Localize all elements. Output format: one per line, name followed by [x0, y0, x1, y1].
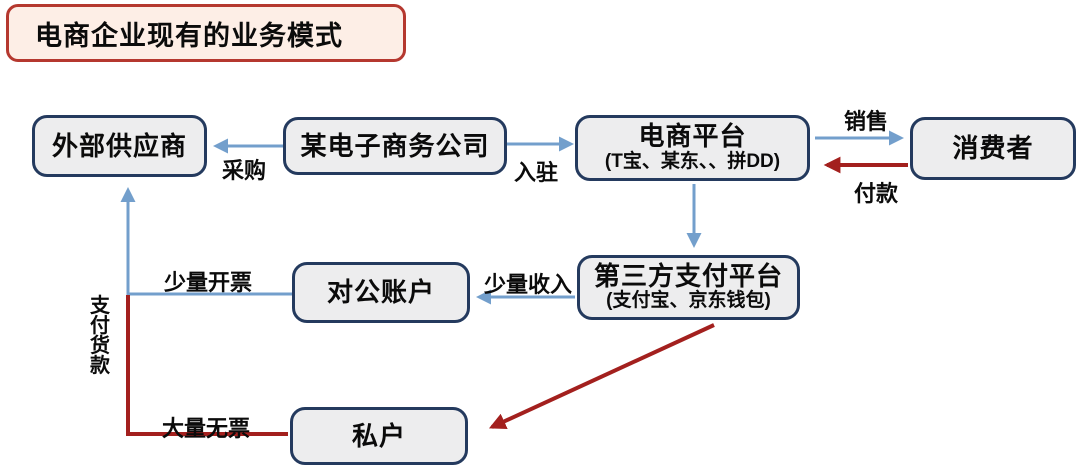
node-external-supplier: 外部供应商 — [32, 115, 207, 177]
node-third-party-payment: 第三方支付平台 (支付宝、京东钱包) — [577, 255, 800, 320]
node-private-account: 私户 — [290, 407, 468, 465]
edge-label-settle-in: 入驻 — [513, 160, 558, 185]
diagram-title: 电商企业现有的业务模式 — [35, 20, 343, 51]
edge-label-payment: 付款 — [853, 181, 898, 206]
node-third-party-payment-sublabel: (支付宝、京东钱包) — [606, 290, 771, 312]
node-ecommerce-company: 某电子商务公司 — [283, 117, 507, 175]
arrow-corporate-to-supplier — [120, 187, 292, 296]
node-third-party-payment-label: 第三方支付平台 — [593, 260, 783, 291]
node-external-supplier-label: 外部供应商 — [51, 130, 187, 161]
node-consumer: 消费者 — [910, 117, 1076, 180]
node-private-account-label: 私户 — [351, 420, 406, 451]
edge-label-small-invoicing: 少量开票 — [163, 270, 252, 295]
node-ecommerce-platform-sublabel: (T宝、某东、、拼DD) — [604, 150, 781, 172]
edge-label-bulk-no-invoice: 大量无票 — [161, 416, 250, 441]
arrow-payment-platform-to-private — [488, 323, 715, 430]
node-corporate-account: 对公账户 — [292, 262, 470, 323]
title-box: 电商企业现有的业务模式 — [6, 4, 406, 62]
line-private-to-supplier — [126, 295, 288, 436]
node-ecommerce-platform-label: 电商平台 — [638, 121, 747, 152]
node-ecommerce-company-label: 某电子商务公司 — [300, 130, 490, 161]
node-corporate-account-label: 对公账户 — [326, 277, 435, 308]
edge-label-pay-goods: 支付货款 — [90, 295, 110, 377]
node-consumer-label: 消费者 — [952, 133, 1034, 164]
node-ecommerce-platform: 电商平台 (T宝、某东、、拼DD) — [575, 115, 810, 181]
edge-label-small-income: 少量收入 — [483, 272, 572, 297]
edge-label-procurement: 采购 — [221, 158, 266, 183]
edge-label-sales: 销售 — [843, 109, 888, 134]
